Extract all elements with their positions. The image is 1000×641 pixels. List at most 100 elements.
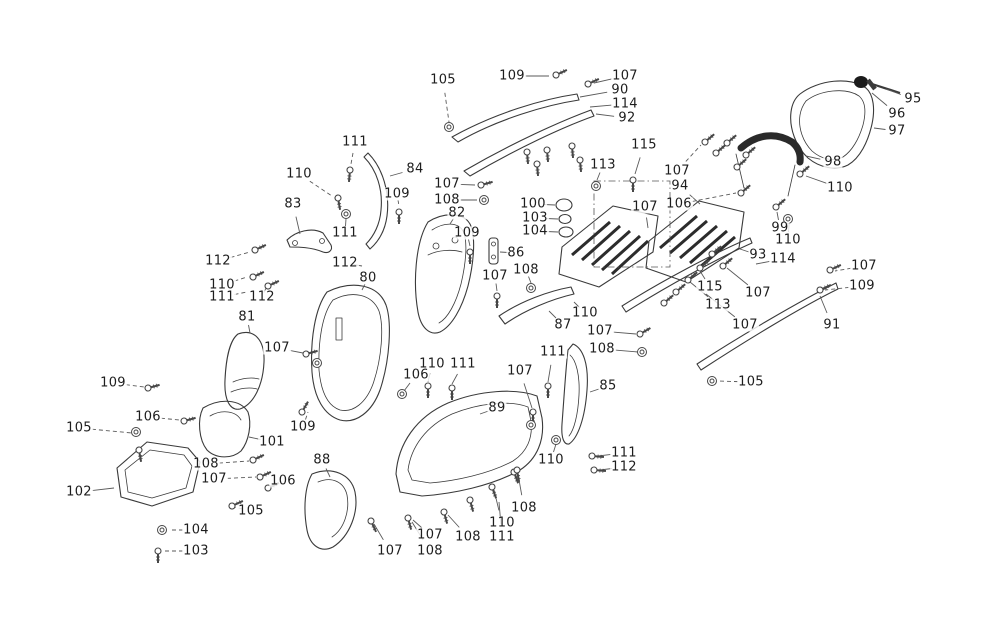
- screw-icon: [251, 244, 267, 254]
- leader-line: [589, 104, 613, 108]
- screw-icon: [466, 248, 474, 264]
- part-95-grommet: [854, 76, 868, 88]
- leader-line: [447, 514, 460, 528]
- screw-icon: [135, 446, 143, 462]
- screw-icon: [298, 401, 309, 416]
- screw-icon: [719, 257, 733, 270]
- fasteners: [131, 69, 842, 563]
- leader-line: [726, 267, 749, 286]
- screw-icon: [264, 482, 280, 492]
- washer-icon: [397, 389, 407, 399]
- screw-icon: [466, 496, 475, 512]
- screw-icon: [701, 133, 715, 146]
- screw-icon: [367, 517, 377, 533]
- leader-line: [805, 155, 821, 160]
- part-100-cap: [555, 198, 573, 212]
- screw-icon: [513, 466, 521, 482]
- leader-line: [716, 380, 739, 383]
- leader-line: [689, 281, 709, 298]
- part-84-strip: [363, 152, 389, 250]
- part-outlines: [116, 76, 901, 550]
- part-91-strip: [696, 282, 839, 371]
- leader-line: [646, 217, 649, 229]
- screw-icon: [334, 194, 342, 210]
- leader-line: [543, 204, 556, 206]
- screw-icon: [302, 349, 318, 358]
- screw-icon: [712, 144, 726, 157]
- part-88-panel: [304, 470, 357, 550]
- leader-line: [305, 411, 309, 420]
- leader-line: [498, 501, 502, 525]
- part-87-strip: [498, 286, 575, 325]
- leader-line: [739, 248, 750, 253]
- leader-line: [234, 291, 248, 295]
- screw-icon: [636, 327, 651, 338]
- part-103-cap: [558, 213, 572, 225]
- leader-line: [325, 468, 331, 478]
- leader-line: [776, 211, 779, 221]
- leader-line: [289, 350, 304, 354]
- washer-icon: [526, 420, 536, 430]
- leader-line: [834, 267, 852, 272]
- screw-icon: [533, 160, 541, 177]
- screw-icon: [568, 142, 576, 159]
- screw-icon: [590, 466, 607, 474]
- leader-line: [871, 92, 888, 106]
- screw-icon: [588, 452, 605, 460]
- leader-line: [885, 88, 901, 95]
- leader-line: [125, 384, 145, 388]
- screw-icon: [404, 514, 413, 530]
- leader-line: [546, 218, 559, 220]
- trim-strip-lower: [621, 237, 753, 313]
- leader-line: [579, 91, 608, 98]
- screw-icon: [228, 500, 244, 510]
- part-98-handle: [737, 132, 804, 166]
- leader-line: [546, 231, 559, 233]
- washer-icon: [444, 122, 454, 132]
- screw-icon: [672, 283, 686, 296]
- screw-icon: [346, 166, 354, 183]
- washer-icon: [479, 195, 489, 205]
- part-102-panel: [116, 441, 201, 507]
- leader-line: [595, 113, 615, 117]
- screw-icon: [424, 382, 432, 398]
- leader-line: [350, 152, 354, 165]
- part-80-panel: [311, 284, 390, 422]
- leader-line: [819, 295, 828, 314]
- screw-icon: [544, 382, 552, 398]
- leader-line: [589, 388, 600, 393]
- part-104-cap: [558, 226, 574, 238]
- screw-icon: [395, 208, 403, 224]
- leader-line: [612, 331, 637, 335]
- leader-line: [634, 157, 641, 175]
- screw-icon: [477, 180, 493, 189]
- screw-icon: [448, 384, 456, 400]
- leader-line: [479, 410, 489, 415]
- screw-icon: [523, 148, 531, 165]
- part-82-panel: [414, 214, 475, 334]
- leader-line: [309, 180, 333, 197]
- leader-line: [528, 276, 532, 284]
- leader-line: [685, 144, 702, 162]
- leader-line: [248, 436, 261, 440]
- leader-line: [361, 283, 366, 291]
- screw-icon: [576, 156, 584, 173]
- leader-line: [427, 372, 431, 383]
- screw-icon: [826, 264, 842, 274]
- screw-icon: [660, 294, 674, 307]
- washer-icon: [783, 214, 793, 224]
- screw-icon: [144, 383, 160, 392]
- part-92-strip: [463, 109, 595, 177]
- screw-icon: [249, 454, 265, 464]
- part-86-clip: [488, 237, 499, 265]
- dashed-region-box: [593, 180, 671, 268]
- leader-line: [593, 78, 613, 84]
- screw-icon: [696, 259, 710, 272]
- screw-icon: [796, 165, 810, 178]
- screw-icon: [543, 146, 551, 163]
- screw-icon: [708, 245, 722, 258]
- washer-icon: [551, 435, 561, 445]
- leader-line: [403, 382, 411, 392]
- screw-icon: [264, 280, 280, 290]
